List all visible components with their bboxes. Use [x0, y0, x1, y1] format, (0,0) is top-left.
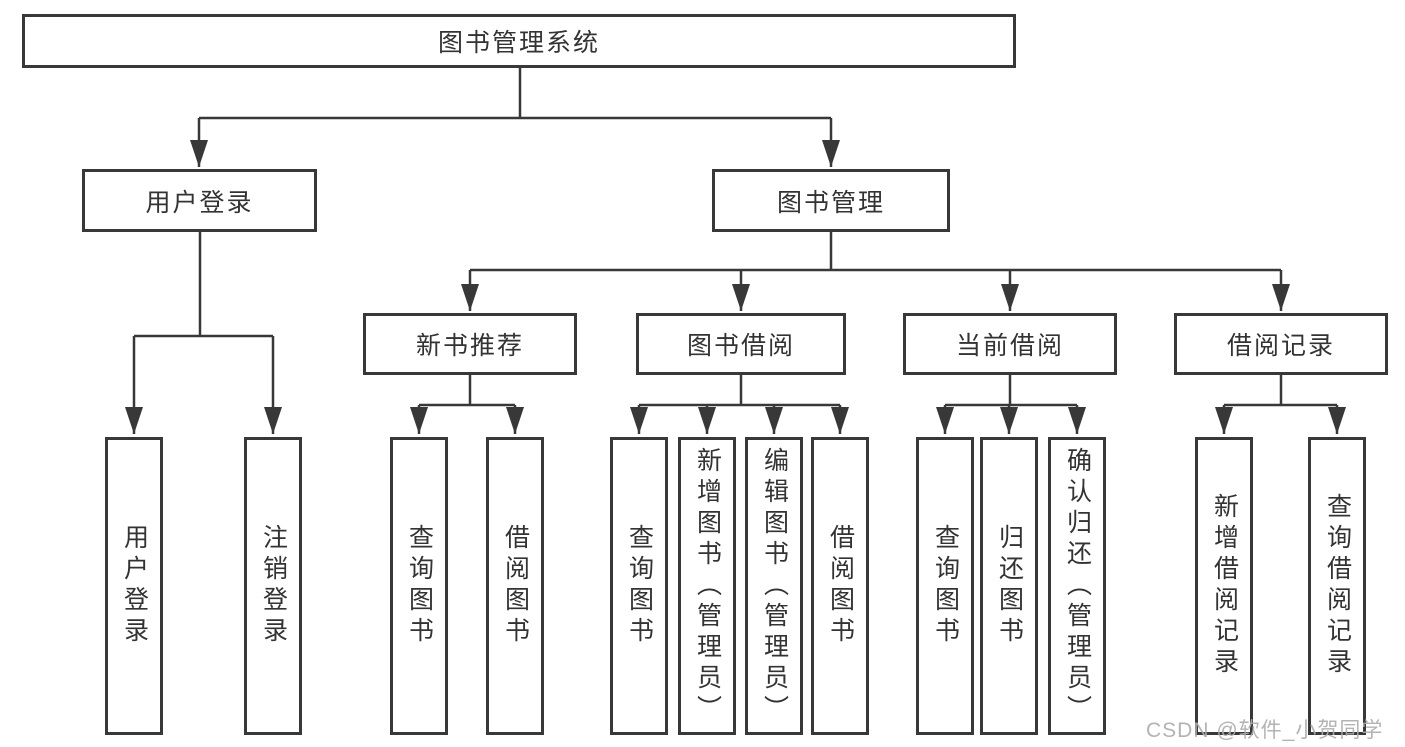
leaf-recommend-borrow-books: 借阅图书: [486, 437, 544, 735]
leaf-add-books-admin: 新增图书（管理员）: [678, 437, 736, 735]
leaf-borrow-books: 借阅图书: [811, 437, 869, 735]
leaf-logout-label: 注销登录: [259, 524, 288, 648]
node-borrow-records: 借阅记录: [1174, 313, 1388, 375]
node-borrow-records-label: 借阅记录: [1226, 332, 1335, 360]
leaf-add-borrow-record: 新增借阅记录: [1195, 437, 1253, 735]
leaf-add-books-admin-label: 新增图书（管理员）: [693, 446, 722, 726]
node-book-management-branch: 图书管理: [712, 169, 950, 232]
node-current-borrow: 当前借阅: [903, 313, 1117, 375]
node-new-book-recommend: 新书推荐: [363, 313, 577, 375]
leaf-confirm-return-admin-label: 确认归还（管理员）: [1063, 446, 1092, 726]
leaf-current-query-books: 查询图书: [916, 437, 974, 735]
node-current-borrow-label: 当前借阅: [955, 332, 1064, 360]
leaf-borrow-query-books: 查询图书: [610, 437, 668, 735]
csdn-watermark: CSDN @软件_小贺同学: [1146, 719, 1384, 742]
leaf-logout: 注销登录: [244, 437, 302, 735]
leaf-borrow-books-label: 借阅图书: [826, 524, 855, 648]
leaf-return-books: 归还图书: [980, 437, 1038, 735]
leaf-user-login-label: 用户登录: [120, 524, 149, 648]
leaf-edit-books-admin-label: 编辑图书（管理员）: [760, 446, 789, 726]
leaf-borrow-query-books-label: 查询图书: [625, 524, 654, 648]
leaf-confirm-return-admin: 确认归还（管理员）: [1048, 437, 1106, 735]
leaf-recommend-query-books-label: 查询图书: [405, 524, 434, 648]
leaf-query-borrow-record: 查询借阅记录: [1308, 437, 1366, 735]
leaf-recommend-query-books: 查询图书: [390, 437, 448, 735]
leaf-edit-books-admin: 编辑图书（管理员）: [745, 437, 803, 735]
leaf-add-borrow-record-label: 新增借阅记录: [1210, 493, 1239, 679]
leaf-current-query-books-label: 查询图书: [931, 524, 960, 648]
node-user-login-branch: 用户登录: [82, 169, 317, 232]
node-user-login-branch-label: 用户登录: [145, 188, 254, 217]
node-root-label: 图书管理系统: [437, 29, 600, 57]
node-new-book-recommend-label: 新书推荐: [415, 332, 524, 360]
node-book-borrow-label: 图书借阅: [686, 332, 795, 360]
node-root-system: 图书管理系统: [22, 14, 1016, 68]
leaf-query-borrow-record-label: 查询借阅记录: [1323, 493, 1352, 679]
leaf-recommend-borrow-books-label: 借阅图书: [501, 524, 530, 648]
leaf-user-login: 用户登录: [105, 437, 163, 735]
node-book-borrow: 图书借阅: [636, 313, 846, 375]
leaf-return-books-label: 归还图书: [995, 524, 1024, 648]
node-book-management-branch-label: 图书管理: [776, 188, 885, 217]
